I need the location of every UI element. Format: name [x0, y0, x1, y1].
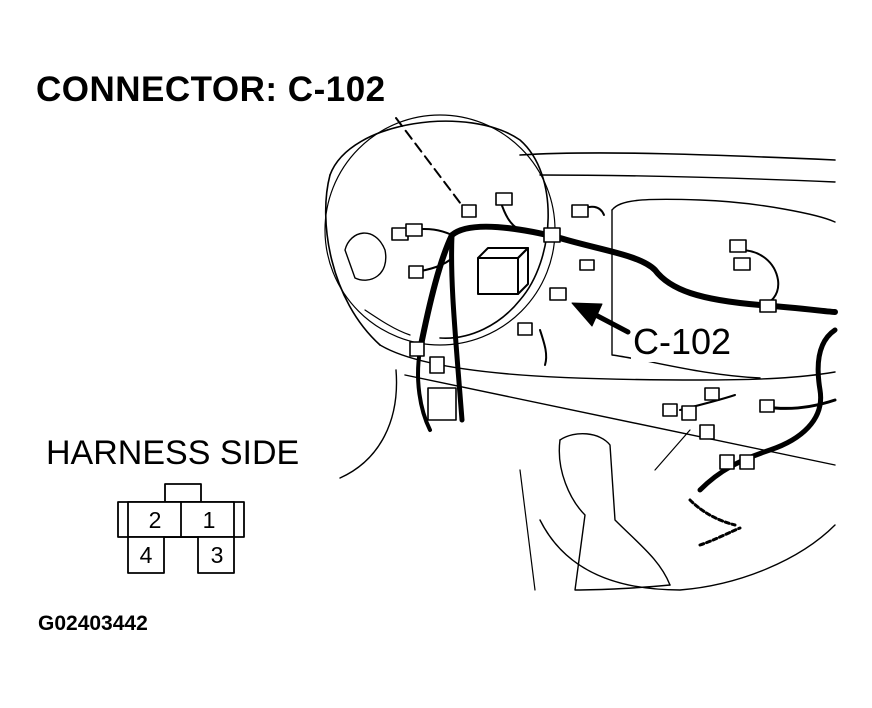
connector-pin-2: 2 — [148, 507, 162, 533]
harness-side-label: HARNESS SIDE — [46, 434, 300, 472]
connector-pin-1: 1 — [202, 507, 216, 533]
connector-title: CONNECTOR: C-102 — [36, 70, 386, 109]
connector-pin-4: 4 — [139, 542, 153, 568]
figure-id: G02403442 — [38, 612, 148, 635]
c102-callout-label: C-102 — [631, 321, 734, 362]
connector-pin-3: 3 — [210, 542, 224, 568]
